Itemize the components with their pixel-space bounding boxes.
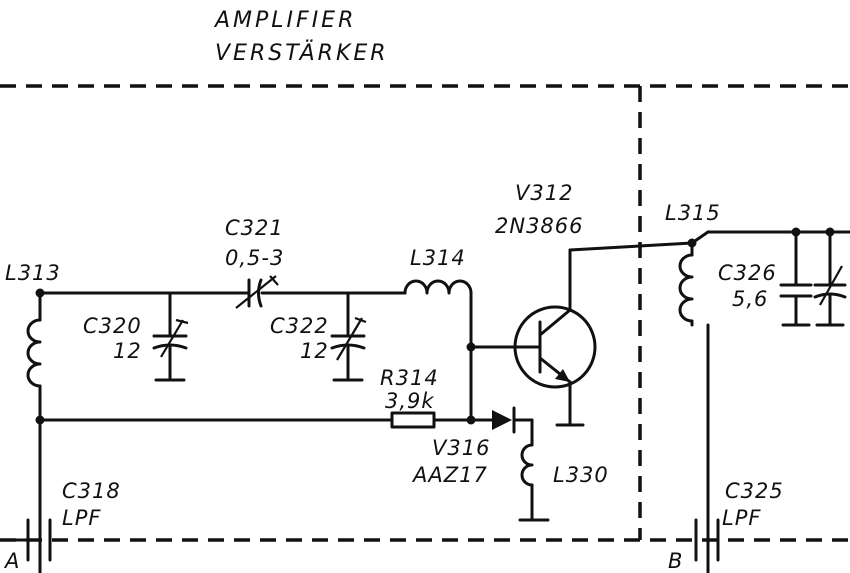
junction-dot (35, 288, 45, 298)
resistor-r314 (390, 411, 436, 429)
label-c325-ref: C325 (725, 479, 784, 503)
label-c326-ref: C326 (718, 261, 777, 285)
diode-v316 (492, 406, 534, 434)
inductor-l313 (26, 291, 42, 422)
label-v316-value: AAZ17 (411, 463, 488, 487)
capacitor-c318 (0, 418, 52, 573)
label-c318-ref: C318 (62, 479, 121, 503)
label-c320-ref: C320 (83, 314, 142, 338)
label-l314: L314 (410, 246, 466, 270)
label-l330: L330 (553, 463, 609, 487)
trimmer-right (813, 227, 847, 327)
junction-dot (466, 415, 476, 425)
trimmer-c321 (235, 275, 279, 309)
label-v312-value: 2N3866 (495, 214, 584, 238)
label-c325-value: LPF (722, 506, 761, 530)
label-c318-value: LPF (62, 506, 101, 530)
label-c321-ref: C321 (225, 216, 284, 240)
capacitor-c325 (694, 518, 720, 562)
label-r314-value: 3,9k (385, 389, 435, 413)
inductor-l314 (403, 279, 473, 422)
terminal-a: A (3, 549, 20, 573)
label-r314-ref: R314 (380, 366, 439, 390)
inductor-l330 (518, 418, 550, 522)
label-v312-ref: V312 (515, 181, 573, 205)
title-line1: AMPLIFIER (213, 8, 356, 33)
trimmer-c320 (152, 291, 189, 382)
label-l315: L315 (665, 201, 721, 225)
label-c326-value: 5,6 (732, 287, 768, 311)
transistor-v312 (513, 248, 597, 427)
terminal-b: B (668, 549, 683, 573)
wire-collector (568, 241, 694, 252)
inductor-l315 (678, 230, 850, 573)
label-v316-ref: V316 (432, 436, 490, 460)
label-c322-ref: C322 (270, 314, 329, 338)
trimmer-c322 (330, 291, 367, 382)
label-c320-value: 12 (113, 339, 142, 363)
label-c322-value: 12 (300, 339, 329, 363)
label-l313: L313 (5, 261, 61, 285)
junction-dot (466, 342, 476, 352)
label-c321-value: 0,5-3 (225, 246, 284, 270)
title-line2: VERSTÄRKER (215, 40, 389, 66)
capacitor-c326 (779, 227, 813, 327)
